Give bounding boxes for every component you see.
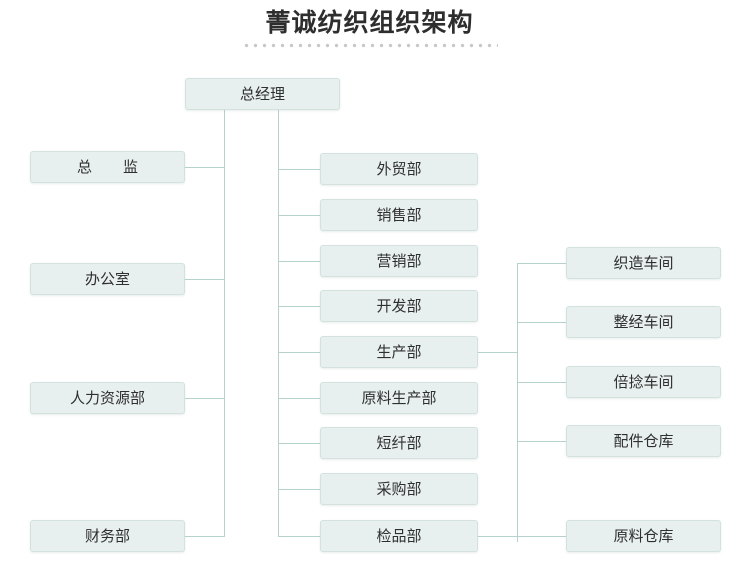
left-connector-3 [184,398,225,399]
node-foreign-trade[interactable]: 外贸部 [320,153,478,185]
node-label: 财务部 [84,526,130,545]
production-sub-spine-vline [517,263,518,542]
node-label: 检品部 [376,526,422,545]
node-purchasing[interactable]: 采购部 [320,473,478,505]
center-spine-vline [278,110,279,536]
node-sales[interactable]: 销售部 [320,199,478,231]
center-connector-2 [278,215,321,216]
node-warping-workshop[interactable]: 整经车间 [566,306,721,338]
center-connector-9 [278,536,321,537]
node-label: 配件仓库 [613,431,674,450]
node-weaving-workshop[interactable]: 织造车间 [566,247,721,279]
node-label: 人力资源部 [69,388,145,407]
node-label: 整经车间 [613,312,674,331]
center-connector-1 [278,169,321,170]
node-label: 采购部 [376,479,422,498]
node-label: 织造车间 [613,253,674,272]
left-connector-1 [184,167,225,168]
node-marketing[interactable]: 营销部 [320,245,478,277]
chart-header: 菁诚纺织组织架构 [0,6,739,48]
node-label: 办公室 [84,269,130,288]
node-label: 总经理 [239,84,285,103]
node-finance[interactable]: 财务部 [30,520,185,552]
production-child-connector-1 [517,263,566,264]
node-label: 原料生产部 [361,388,437,407]
node-development[interactable]: 开发部 [320,290,478,322]
node-raw-material-warehouse[interactable]: 原料仓库 [566,520,721,552]
node-label: 总 监 [76,157,146,176]
node-label: 原料仓库 [613,526,674,545]
title-dotted-divider [241,43,498,48]
left-spine-vline [224,110,225,536]
node-label: 营销部 [376,251,422,270]
left-connector-4 [184,536,225,537]
page-title: 菁诚纺织组织架构 [265,8,474,37]
center-connector-4 [278,306,321,307]
center-connector-5 [278,352,321,353]
node-parts-warehouse[interactable]: 配件仓库 [566,425,721,457]
node-human-resources[interactable]: 人力资源部 [30,382,185,414]
node-label: 销售部 [376,205,422,224]
center-connector-6 [278,398,321,399]
node-label: 短纤部 [376,433,422,452]
node-twisting-workshop[interactable]: 倍捻车间 [566,366,721,398]
center-connector-3 [278,261,321,262]
node-label: 外贸部 [376,159,422,178]
production-child-connector-3 [517,382,566,383]
node-inspection[interactable]: 检品部 [320,520,478,552]
left-connector-2 [184,279,225,280]
node-short-fiber[interactable]: 短纤部 [320,427,478,459]
center-connector-7 [278,443,321,444]
node-production[interactable]: 生产部 [320,336,478,368]
node-label: 生产部 [376,342,422,361]
production-child-connector-4 [517,441,566,442]
node-label: 倍捻车间 [613,372,674,391]
center-connector-8 [278,489,321,490]
production-child-connector-2 [517,322,566,323]
node-director[interactable]: 总 监 [30,151,185,183]
node-raw-material-production[interactable]: 原料生产部 [320,382,478,414]
node-office[interactable]: 办公室 [30,263,185,295]
production-trunk-hline [478,352,518,353]
node-root-general-manager[interactable]: 总经理 [185,78,340,110]
node-label: 开发部 [376,296,422,315]
inspection-child-connector-1 [478,536,566,537]
